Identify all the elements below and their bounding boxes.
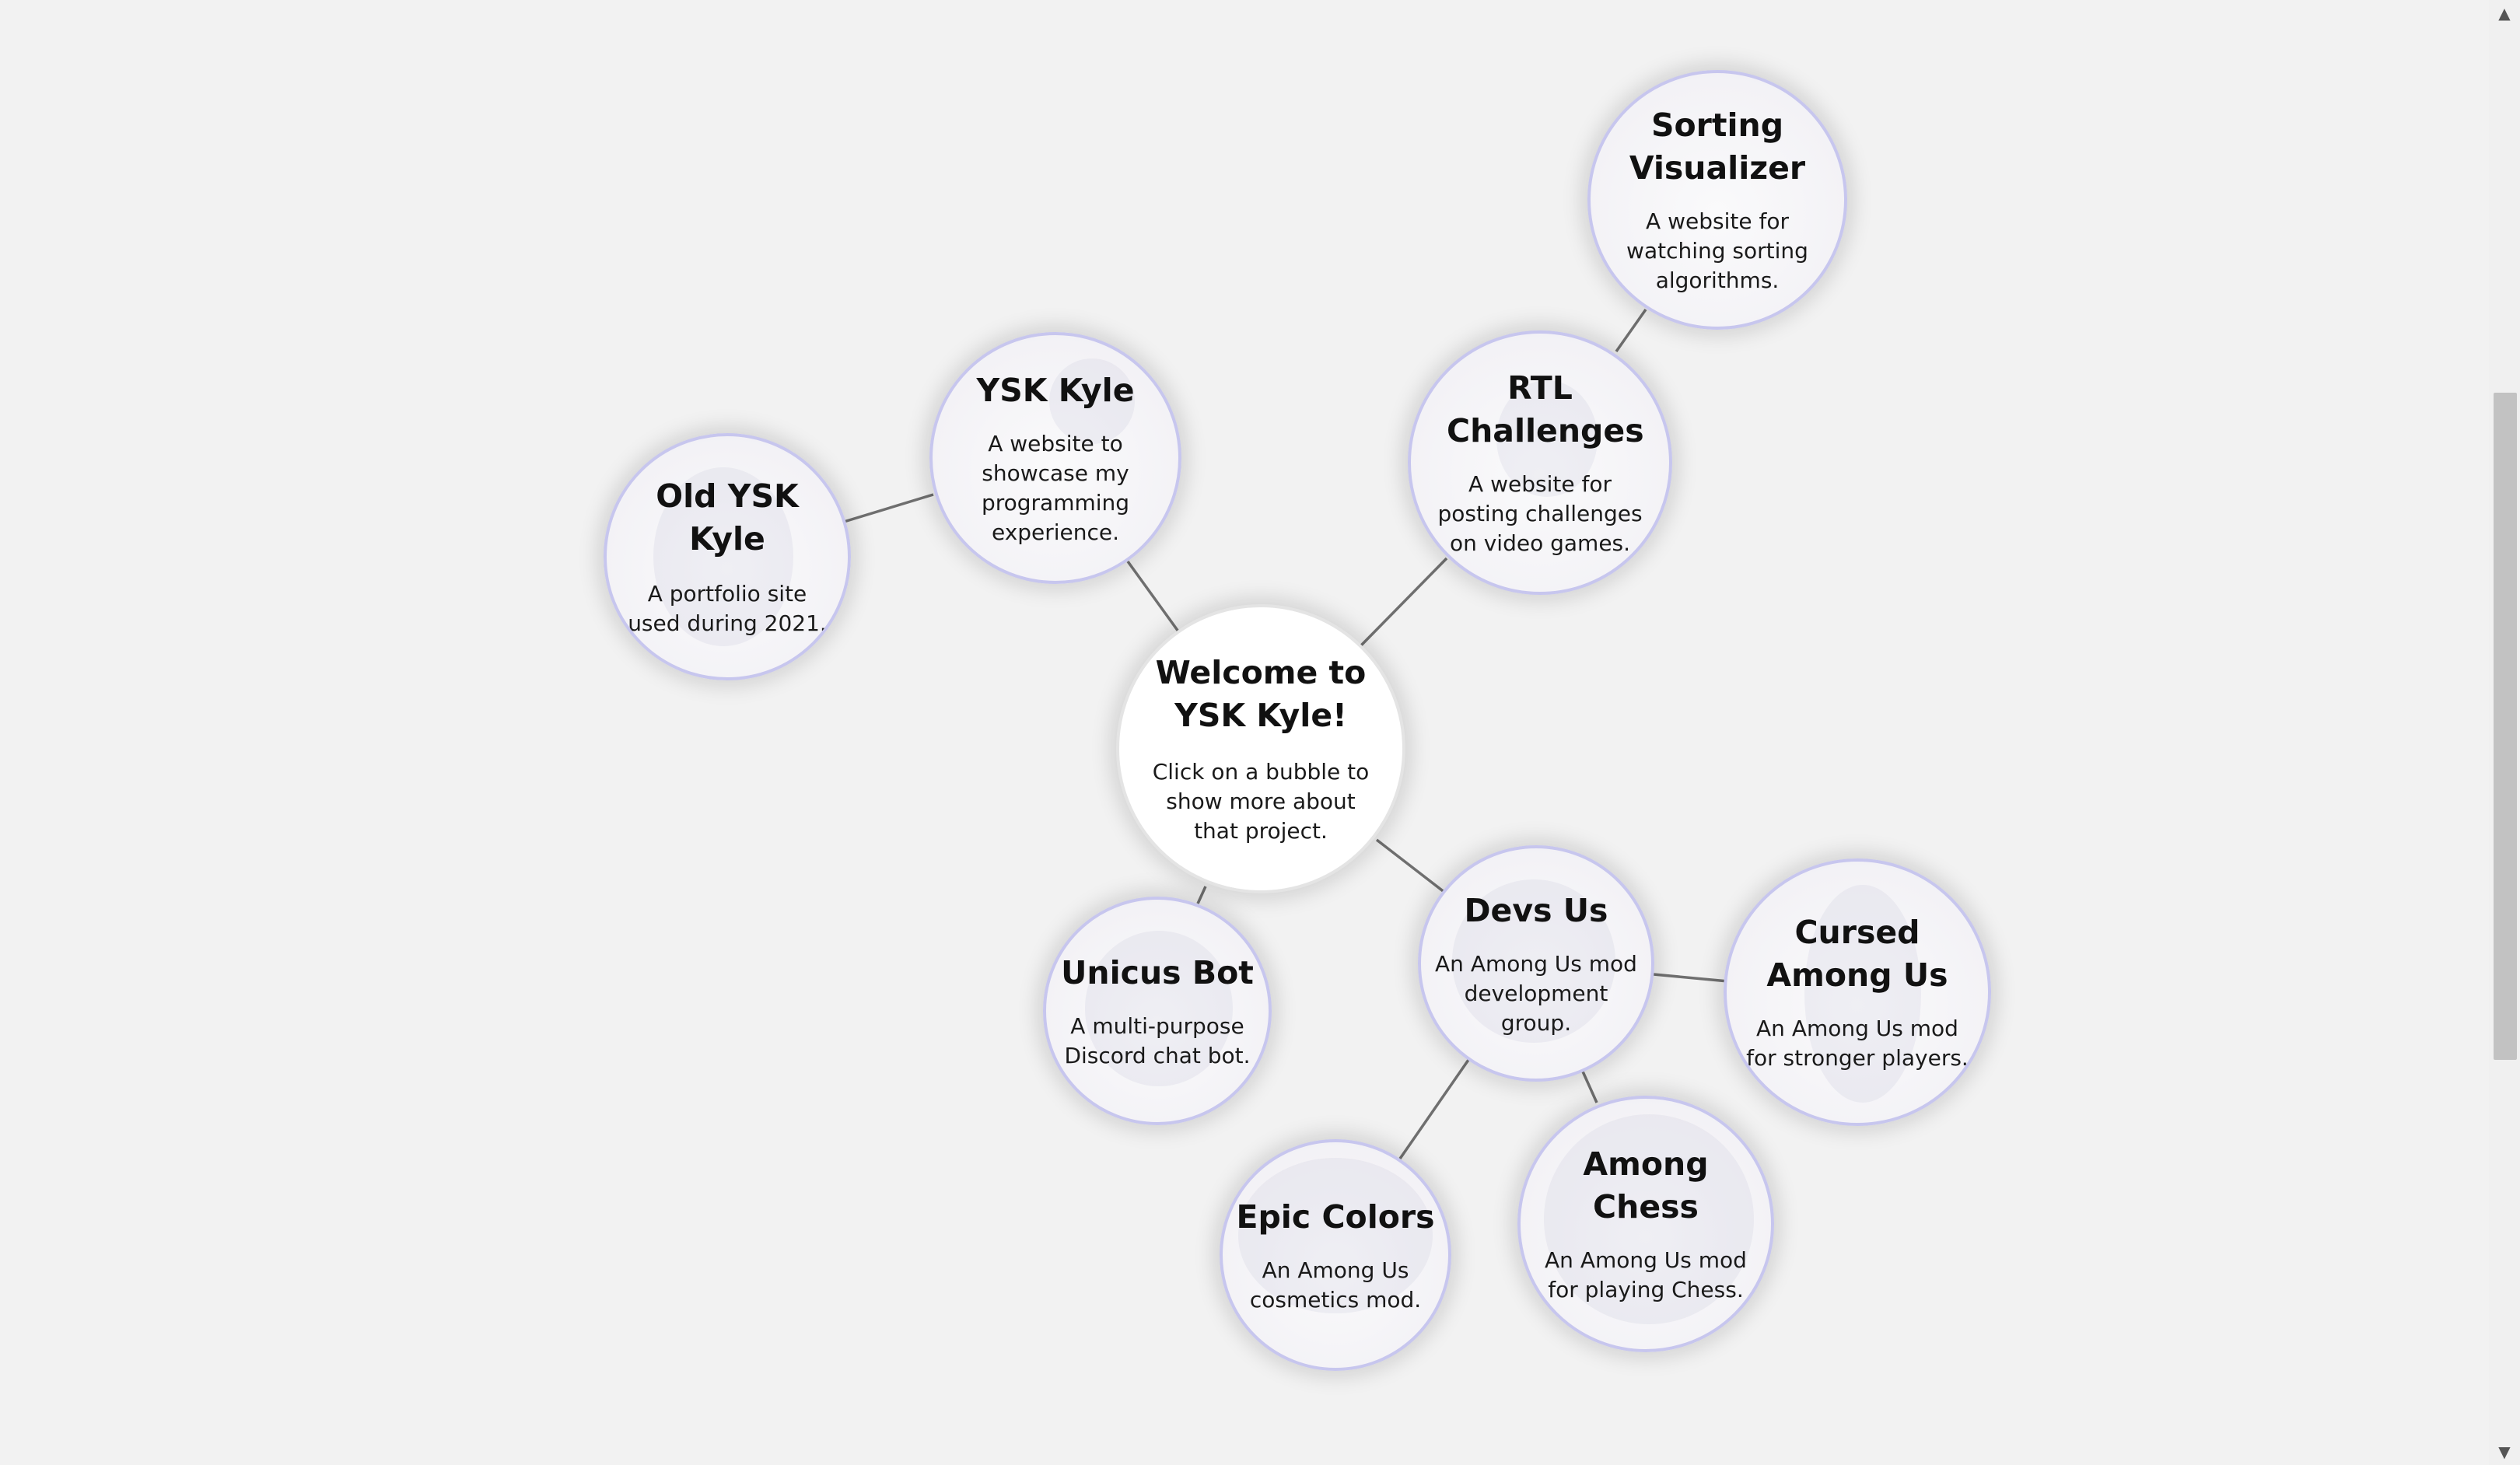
scroll-up-button[interactable]: ▲: [2489, 0, 2520, 26]
welcome-title: Welcome to YSK Kyle!: [1155, 654, 1367, 734]
project-bubble-sorting-visualizer[interactable]: Sorting Visualizer A website for watchin…: [1587, 70, 1847, 330]
project-description: A website to showcase my programming exp…: [981, 430, 1130, 545]
link-ysk-kyle-old-ysk-kyle: [843, 493, 934, 523]
project-title: Sorting Visualizer: [1629, 107, 1806, 187]
project-title: Cursed Among Us: [1766, 914, 1948, 994]
project-bubble-epic-colors[interactable]: Epic Colors An Among Us cosmetics mod.: [1220, 1139, 1451, 1371]
link-center-devs-us: [1375, 838, 1447, 894]
project-title: Unicus Bot: [1061, 953, 1254, 991]
project-bubble-old-ysk-kyle[interactable]: Old YSK Kyle A portfolio site used durin…: [604, 433, 851, 680]
scrollbar-thumb[interactable]: [2494, 393, 2517, 1060]
project-description: An Among Us mod for playing Chess.: [1545, 1247, 1747, 1302]
project-bubble-rtl-challenges[interactable]: RTL Challenges A website for posting cha…: [1408, 330, 1672, 595]
project-bubble-unicus-bot[interactable]: Unicus Bot A multi-purpose Discord chat …: [1043, 897, 1272, 1125]
project-title: RTL Challenges: [1447, 369, 1644, 449]
project-description: A multi-purpose Discord chat bot.: [1064, 1012, 1251, 1068]
project-title: Epic Colors: [1236, 1198, 1435, 1236]
project-title: Old YSK Kyle: [656, 477, 799, 558]
link-devs-us-cursed-among-us: [1653, 973, 1729, 983]
project-description: A portfolio site used during 2021.: [628, 581, 827, 636]
project-bubble-cursed-among-us[interactable]: Cursed Among Us An Among Us mod for stro…: [1724, 858, 1991, 1126]
project-description: A website for posting challenges on vide…: [1437, 471, 1643, 556]
chevron-up-icon: ▲: [2498, 4, 2511, 23]
project-title: YSK Kyle: [976, 371, 1135, 409]
project-bubble-devs-us[interactable]: Devs Us An Among Us mod development grou…: [1418, 845, 1654, 1082]
chevron-down-icon: ▼: [2498, 1442, 2511, 1461]
project-description: A website for watching sorting algorithm…: [1626, 208, 1808, 293]
vertical-scrollbar[interactable]: ▲ ▼: [2489, 0, 2520, 1465]
link-center-unicus-bot: [1196, 886, 1207, 904]
project-bubble-among-chess[interactable]: Among Chess An Among Us mod for playing …: [1517, 1096, 1774, 1352]
scroll-down-button[interactable]: ▼: [2489, 1439, 2520, 1465]
link-devs-us-among-chess: [1581, 1071, 1598, 1103]
project-description: An Among Us mod for stronger players.: [1746, 1016, 1969, 1071]
link-center-rtl-challenges: [1360, 557, 1448, 647]
link-rtl-sorting-visualizer: [1615, 308, 1647, 353]
project-title: Among Chess: [1583, 1145, 1709, 1225]
project-description: An Among Us mod development group.: [1435, 950, 1637, 1036]
link-center-ysk-kyle: [1126, 560, 1180, 633]
project-bubble-ysk-kyle[interactable]: YSK Kyle A website to showcase my progra…: [929, 332, 1181, 584]
welcome-description: Click on a bubble to show more about tha…: [1152, 759, 1370, 844]
project-title: Devs Us: [1464, 891, 1608, 929]
link-devs-us-epic-colors: [1398, 1059, 1470, 1159]
project-description: An Among Us cosmetics mod.: [1249, 1257, 1422, 1313]
welcome-bubble[interactable]: Welcome to YSK Kyle! Click on a bubble t…: [1116, 604, 1405, 893]
